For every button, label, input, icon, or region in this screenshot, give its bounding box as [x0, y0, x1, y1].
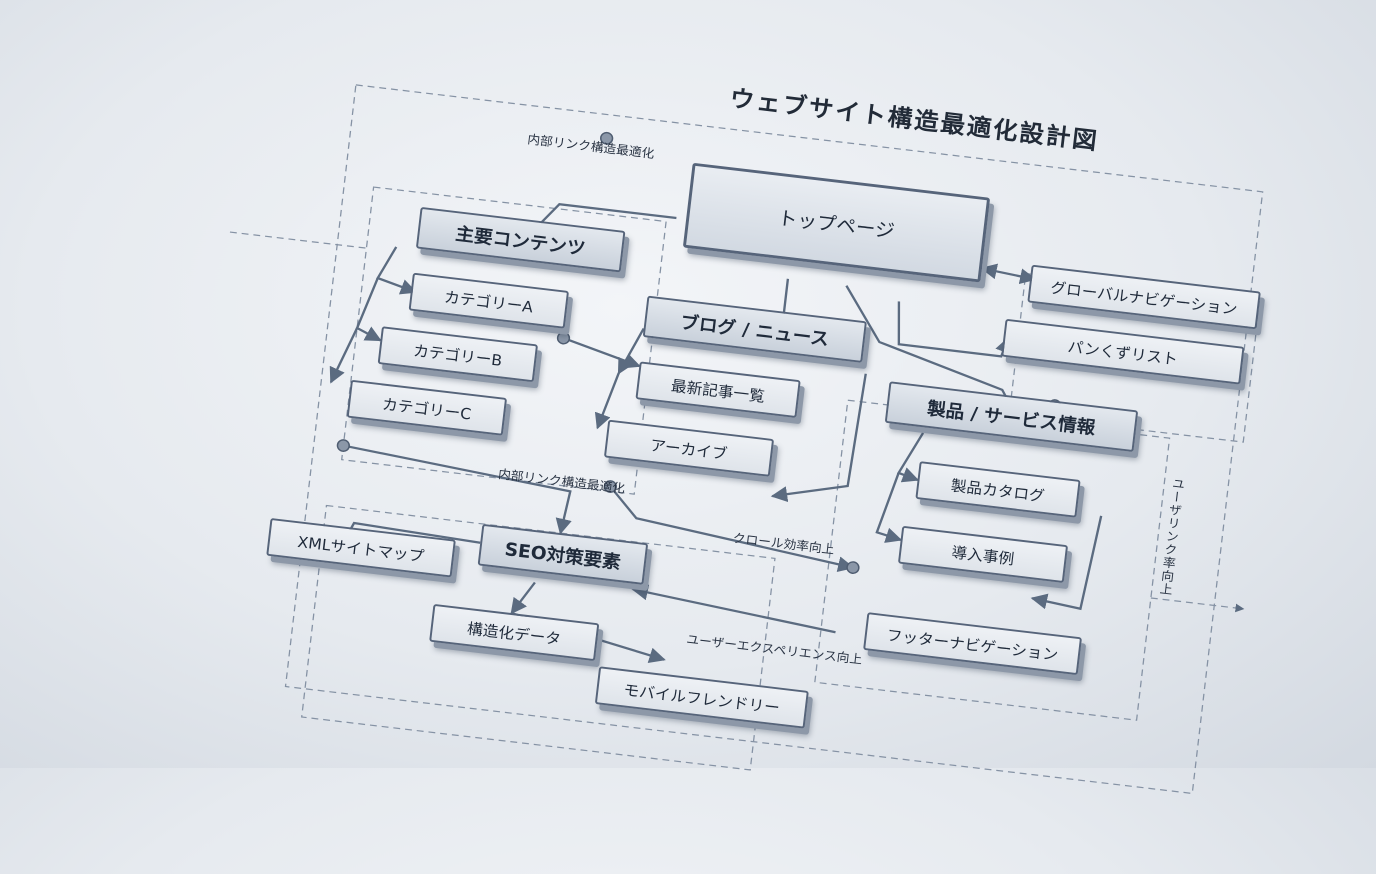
node-dot — [600, 131, 614, 145]
node-dot — [846, 561, 860, 574]
link-blog-archive-back — [770, 373, 867, 503]
node-dot — [336, 439, 350, 452]
link-catc-seo — [343, 444, 572, 535]
link-cases-return — [1030, 515, 1103, 611]
right-dashed-guide — [1150, 597, 1245, 613]
content-dashed-frame — [340, 186, 667, 495]
link-blog-archive — [594, 372, 620, 430]
link-latest-crawl — [609, 485, 855, 573]
outer-dashed-frame — [284, 84, 1264, 795]
left-dashed-guide — [229, 231, 367, 249]
link-main-catc — [329, 327, 359, 384]
link-top-globalnav — [980, 263, 1037, 285]
link-products-cases — [875, 472, 903, 543]
node-dot — [556, 331, 571, 345]
node-dot — [603, 480, 617, 493]
link-footer-seo — [631, 584, 836, 634]
link-top-breadcrumb — [897, 301, 1011, 358]
link-seo-structured — [510, 581, 536, 615]
link-blog-latest — [617, 327, 645, 375]
products-dashed-frame — [814, 399, 1171, 721]
